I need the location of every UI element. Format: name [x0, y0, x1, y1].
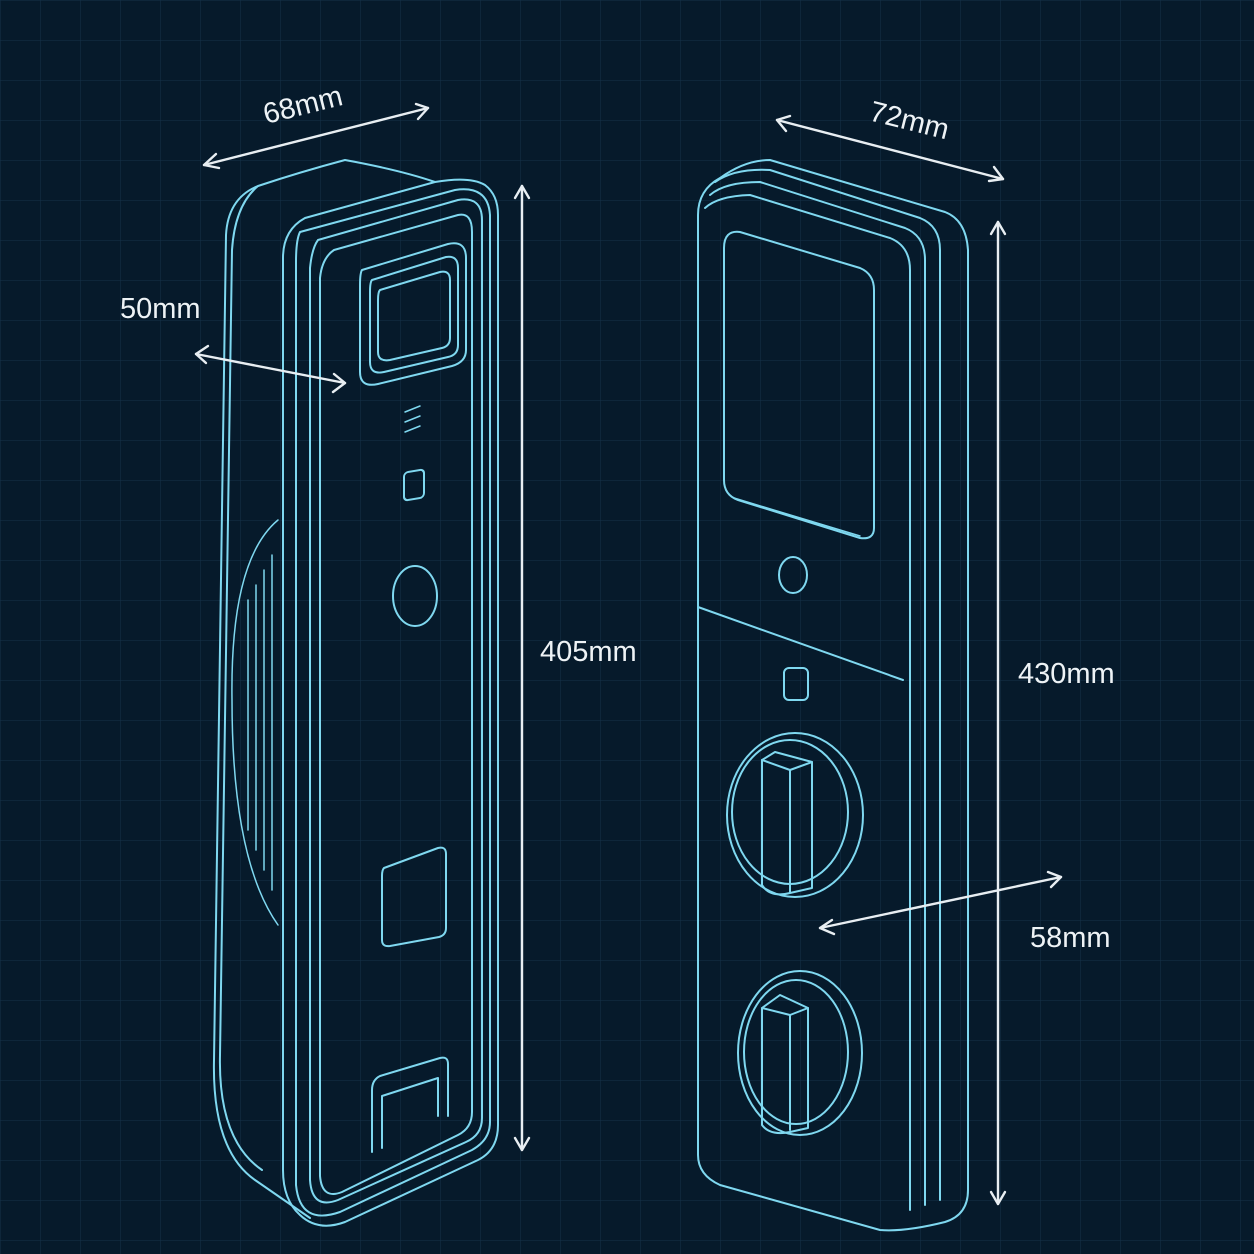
- dimension-label-left-depth: 50mm: [120, 293, 201, 325]
- exterior-speaker-grille: [404, 405, 421, 433]
- interior-round-button: [778, 556, 808, 594]
- dimension-arrows: [194, 102, 1063, 1206]
- exterior-camera-window: [359, 242, 467, 386]
- exterior-doorbell-button: [392, 565, 438, 627]
- exterior-lock-panel: [212, 159, 499, 1227]
- interior-indicator-light: [783, 667, 809, 701]
- exterior-lock-face-outer: [282, 178, 499, 1227]
- interior-lock-outer-body: [697, 159, 969, 1232]
- exterior-indicator-light: [403, 468, 425, 502]
- dimension-label-right-depth: 58mm: [1030, 922, 1111, 954]
- interior-lower-thumb-turn: [737, 970, 863, 1136]
- exterior-key-slot: [371, 1056, 449, 1153]
- interior-touch-screen: [723, 230, 875, 540]
- interior-lock-panel: [697, 159, 969, 1232]
- exterior-fingerprint-sensor: [381, 846, 447, 948]
- dimension-label-left-height: 405mm: [540, 636, 637, 668]
- dimension-label-right-height: 430mm: [1018, 658, 1115, 690]
- interior-upper-thumb-turn: [726, 732, 864, 898]
- exterior-lock-side-body: [212, 159, 436, 1219]
